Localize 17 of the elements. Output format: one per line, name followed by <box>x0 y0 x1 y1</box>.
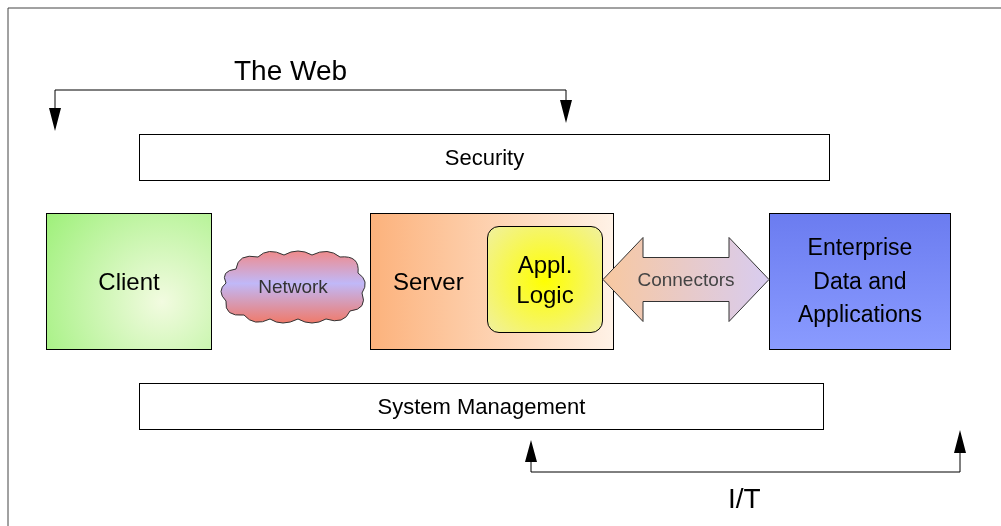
client-box <box>46 213 212 350</box>
node-label: Client <box>98 266 160 297</box>
edge-label: Connectors <box>637 267 735 292</box>
server-box <box>370 213 614 350</box>
node-label: System Management <box>377 393 586 421</box>
layer-band <box>139 134 830 181</box>
node-label: Server <box>393 266 464 297</box>
span-label: The Web <box>234 54 348 88</box>
layer-band <box>139 383 824 430</box>
node-label: Security <box>444 144 525 172</box>
double-arrow <box>602 237 770 322</box>
node-label: Appl. Logic <box>515 249 575 310</box>
span-label: I/T <box>728 482 761 516</box>
node-label: Enterprise Data and Applications <box>797 233 923 330</box>
enterprise-box <box>769 213 951 350</box>
node-label: Network <box>258 274 328 299</box>
logic-box <box>487 226 603 333</box>
